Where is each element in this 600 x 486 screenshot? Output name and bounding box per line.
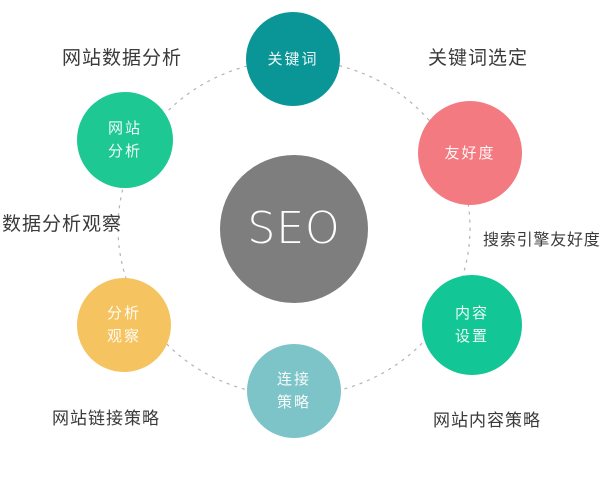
label-website-content-strategy: 网站内容策略 (433, 411, 541, 431)
node-friendliness-circle: 友好度 (418, 101, 522, 205)
label-keyword-selection: 关键词选定 (428, 47, 529, 69)
node-content-setup-label-line2: 设置 (454, 327, 489, 345)
seo-center-label: SEO (247, 203, 341, 254)
node-analysis-observation-label-line2: 观察 (106, 327, 141, 345)
label-website-link-strategy: 网站链接策略 (52, 409, 160, 429)
seo-center-circle: SEO (220, 155, 368, 303)
label-website-data-analysis: 网站数据分析 (62, 47, 183, 69)
node-site-analysis-label: 网站 (107, 119, 142, 137)
node-link-strategy-label-line2: 策略 (276, 393, 311, 411)
label-search-engine-friendliness: 搜索引擎友好度 (483, 230, 600, 249)
node-keywords-circle: 关键词 (246, 12, 340, 106)
node-site-analysis-label-line2: 分析 (107, 142, 142, 160)
node-link-strategy-circle: 连接 策略 (247, 344, 341, 438)
node-content-setup-label: 内容 (454, 304, 489, 322)
node-analysis-observation-circle: 分析 观察 (77, 278, 171, 372)
node-analysis-observation-label: 分析 (106, 304, 141, 322)
node-link-strategy-label: 连接 (276, 370, 311, 388)
node-keywords-label: 关键词 (267, 49, 319, 68)
node-site-analysis-circle: 网站 分析 (77, 92, 173, 188)
node-friendliness-label: 友好度 (444, 143, 496, 162)
node-content-setup-circle: 内容 设置 (422, 275, 522, 375)
label-data-analysis-observation: 数据分析观察 (2, 213, 123, 235)
